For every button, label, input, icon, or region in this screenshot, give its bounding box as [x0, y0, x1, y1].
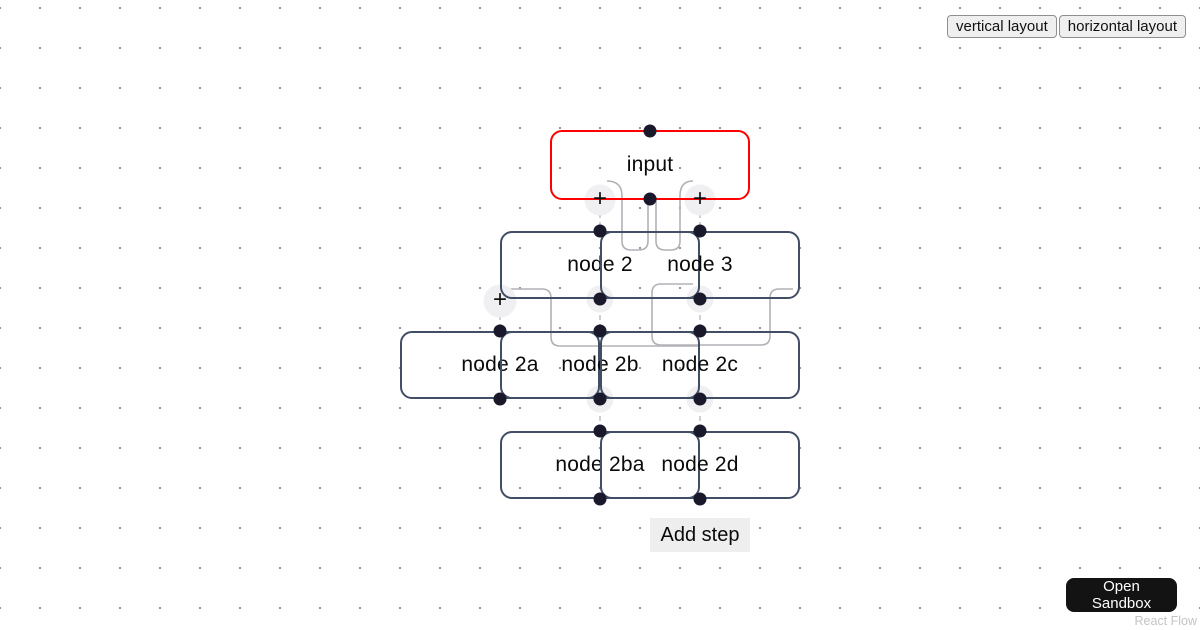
node-node-2d[interactable]: node 2d [600, 431, 800, 499]
node-label: node 2d [661, 453, 739, 476]
node-label: node 2 [567, 253, 633, 276]
open-sandbox-button[interactable]: Open Sandbox [1066, 578, 1177, 612]
connection-handle[interactable] [593, 324, 607, 338]
connection-handle[interactable] [593, 392, 607, 406]
node-input[interactable]: input [550, 130, 750, 200]
connection-handle[interactable] [593, 492, 607, 506]
node-label: node 2c [661, 353, 739, 376]
connection-handle[interactable] [593, 424, 607, 438]
connection-handle[interactable] [593, 292, 607, 306]
add-step-button[interactable]: Add step [650, 518, 750, 552]
vertical-layout-button[interactable]: vertical layout [947, 15, 1057, 38]
node-label: node 2a [461, 353, 539, 376]
node-node-3[interactable]: node 3 [600, 231, 800, 299]
connection-handle[interactable] [493, 392, 507, 406]
connection-handle[interactable] [693, 424, 707, 438]
node-label: input [626, 153, 674, 176]
connection-handle[interactable] [643, 124, 657, 138]
connection-handle[interactable] [693, 292, 707, 306]
connection-handle[interactable] [693, 224, 707, 238]
horizontal-layout-button[interactable]: horizontal layout [1058, 15, 1186, 38]
node-label: node 3 [667, 253, 733, 276]
connection-handle[interactable] [693, 392, 707, 406]
layout-toolbar: vertical layout horizontal layout [947, 15, 1186, 38]
node-node-2c[interactable]: node 2c [600, 331, 800, 399]
plus-icon: + [692, 185, 708, 213]
node-label: node 2b [561, 353, 639, 376]
connection-handle[interactable] [693, 492, 707, 506]
connection-handle[interactable] [693, 324, 707, 338]
node-label: node 2ba [555, 453, 645, 476]
plus-icon: + [592, 185, 608, 213]
connection-handle[interactable] [643, 192, 657, 206]
react-flow-attribution[interactable]: React Flow [1134, 614, 1197, 628]
connection-handle[interactable] [493, 324, 507, 338]
plus-icon: + [492, 286, 508, 314]
connection-handle[interactable] [593, 224, 607, 238]
